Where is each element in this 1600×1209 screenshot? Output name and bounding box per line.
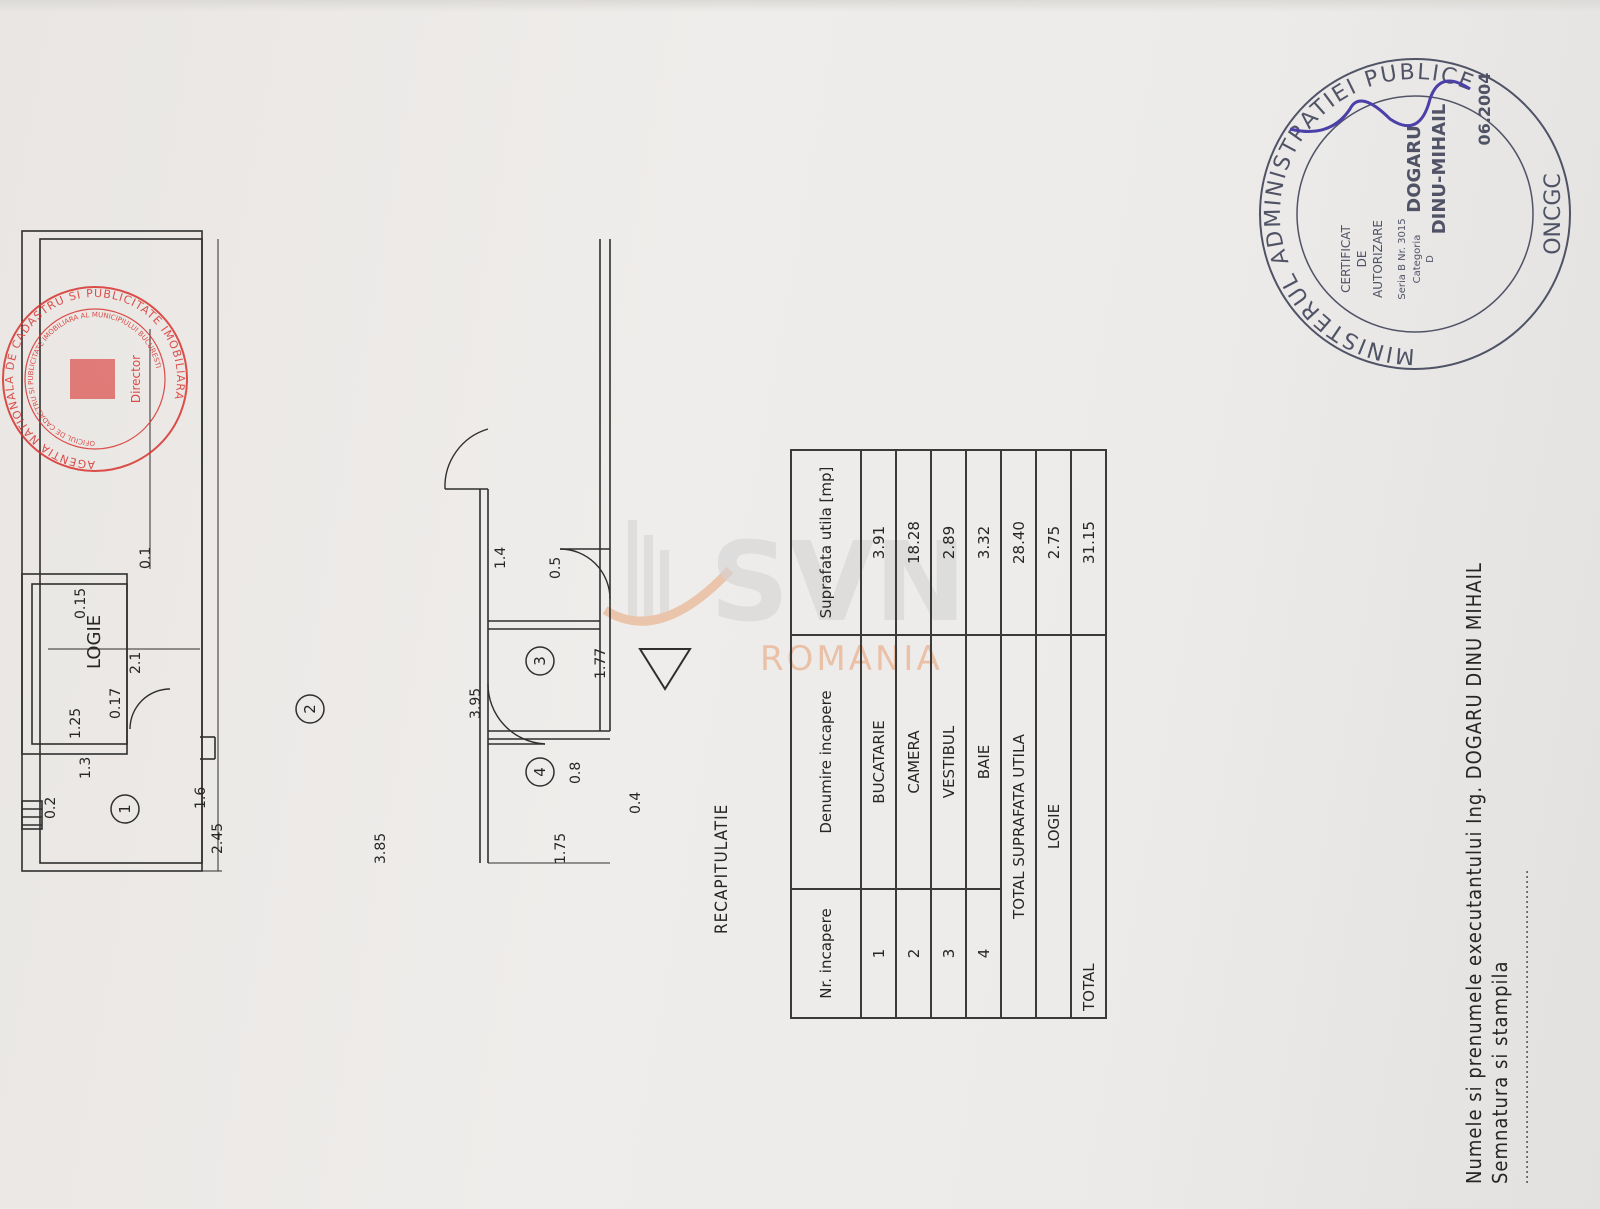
- dim-2-1: 2.1: [128, 652, 144, 674]
- row-nr: 2: [896, 889, 931, 1018]
- dim-1-25: 1.25: [68, 708, 84, 739]
- watermark-brand: SVN: [710, 518, 966, 646]
- dim-0-17: 0.17: [108, 688, 124, 719]
- dim-3-85: 3.85: [373, 833, 389, 864]
- dim-3-95: 3.95: [468, 688, 484, 719]
- room-number-4: 4: [531, 767, 549, 777]
- row-name: BAIE: [966, 635, 1001, 889]
- header-area: Suprafata utila [mp]: [791, 450, 861, 635]
- stamp-line-3: AUTORIZARE: [1371, 220, 1385, 298]
- row-nr: 1: [861, 889, 896, 1018]
- dim-0-2: 0.2: [43, 797, 59, 819]
- total-value: 31.15: [1071, 450, 1106, 635]
- executor-label: Numele si prenumele executantului Ing. D…: [1462, 562, 1486, 1184]
- row-name: BUCATARIE: [861, 635, 896, 889]
- recap-title: RECAPITULATIE: [712, 803, 732, 934]
- room-circle-2: [295, 694, 325, 724]
- signature-scribble: [1289, 79, 1471, 133]
- room-number-2: 2: [301, 704, 319, 714]
- paper-edge: [0, 0, 1600, 12]
- total-useful-row: TOTAL SUPRAFATA UTILA 28.40: [1001, 450, 1036, 1018]
- cadastre-stamp: AGENTIA NATIONALA DE CADASTRU SI PUBLICI…: [2, 286, 188, 472]
- total-useful-value: 28.40: [1001, 450, 1036, 635]
- table-row: 4 BAIE 3.32: [966, 450, 1001, 1018]
- logia-row-value: 2.75: [1036, 450, 1071, 635]
- signature-line: ........................................…: [1516, 869, 1532, 1184]
- dim-1-77: 1.77: [593, 648, 609, 679]
- stamp-line-4: Seria B Nr. 3015: [1397, 218, 1408, 299]
- stamp-dark-bottom: ONCGC: [1541, 173, 1566, 255]
- logia-label: LOGIE: [84, 615, 105, 669]
- logia-row: LOGIE 2.75: [1036, 450, 1071, 1018]
- room-circle-3: [525, 646, 555, 676]
- room-circle-1: [110, 794, 140, 824]
- table-row: 3 VESTIBUL 2.89: [931, 450, 966, 1018]
- dim-0-4: 0.4: [628, 792, 644, 814]
- stamp-name-2: DINU-MIHAIL: [1429, 104, 1450, 235]
- row-area: 2.89: [931, 450, 966, 635]
- total-label: TOTAL: [1071, 635, 1106, 1018]
- signature-label: Semnatura si stampila: [1488, 960, 1512, 1184]
- dim-0-8: 0.8: [568, 762, 584, 784]
- row-area: 18.28: [896, 450, 931, 635]
- dim-0-15: 0.15: [73, 588, 89, 619]
- dim-1-3: 1.3: [78, 757, 94, 779]
- row-name: CAMERA: [896, 635, 931, 889]
- stamp-date: 06.2004: [1475, 73, 1494, 146]
- dim-2-45: 2.45: [210, 823, 226, 854]
- recap-header-row: Nr. incapere Denumire incapere Suprafata…: [791, 450, 861, 1018]
- authorization-stamp: MINISTERUL ADMINISTRATIEI PUBLICE ONCGC …: [1259, 58, 1571, 370]
- total-useful-label: TOTAL SUPRAFATA UTILA: [1001, 635, 1036, 1018]
- header-name: Denumire incapere: [791, 635, 861, 889]
- stamp-line-2: DE: [1355, 251, 1369, 268]
- row-nr: 3: [931, 889, 966, 1018]
- room-circle-4: [525, 757, 555, 787]
- stamp-red-center: Director: [129, 355, 143, 403]
- logia-row-label: LOGIE: [1036, 635, 1071, 1018]
- dim-1-6: 1.6: [193, 787, 209, 809]
- north-triangle: [638, 648, 692, 691]
- room-number-3: 3: [531, 656, 549, 666]
- stamp-line-1: CERTIFICAT: [1339, 224, 1353, 292]
- row-nr: 4: [966, 889, 1001, 1018]
- watermark-sub: ROMANIA: [760, 639, 943, 679]
- dim-0-5: 0.5: [548, 557, 564, 579]
- stamp-name-1: DOGARU: [1404, 125, 1425, 212]
- recap-table: Nr. incapere Denumire incapere Suprafata…: [790, 449, 1107, 1019]
- dim-1-4: 1.4: [493, 547, 509, 569]
- row-area: 3.91: [861, 450, 896, 635]
- stamp-line-5: Categoria: [1412, 235, 1423, 284]
- dim-0-1: 0.1: [138, 547, 154, 569]
- dim-1-75: 1.75: [553, 833, 569, 864]
- header-nr: Nr. incapere: [791, 889, 861, 1018]
- watermark-logo: SVN ROMANIA: [602, 518, 966, 679]
- table-row: 1 BUCATARIE 3.91: [861, 450, 896, 1018]
- row-area: 3.32: [966, 450, 1001, 635]
- total-row: TOTAL 31.15: [1071, 450, 1106, 1018]
- coat-of-arms-icon: [70, 359, 115, 399]
- row-name: VESTIBUL: [931, 635, 966, 889]
- table-row: 2 CAMERA 18.28: [896, 450, 931, 1018]
- room-number-1: 1: [116, 804, 134, 814]
- floor-plan: 1 2 3 4 LOGIE 2.45 3.85 1.75 1.6 3.95 1.…: [21, 230, 692, 872]
- stamp-line-6: D: [1425, 255, 1436, 263]
